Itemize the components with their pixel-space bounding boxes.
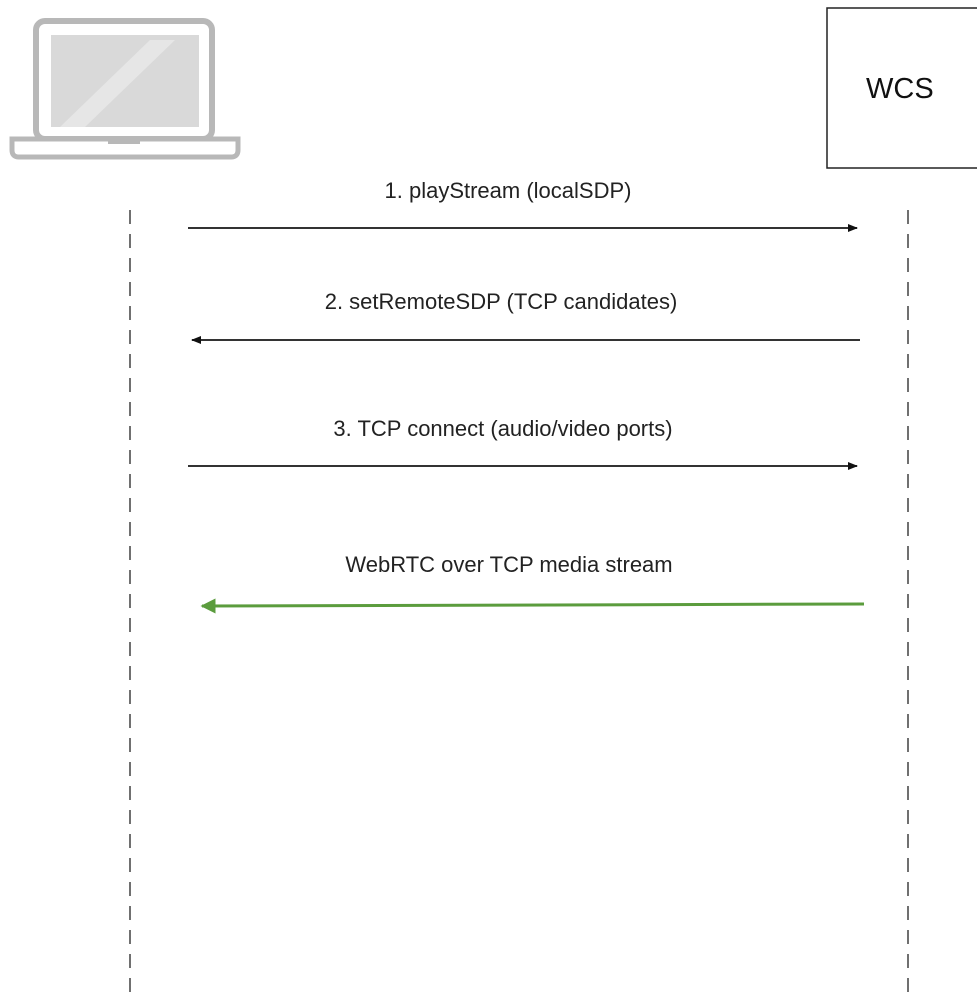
laptop-icon xyxy=(9,18,241,160)
server-box: WCS xyxy=(826,7,977,169)
media-stream-arrow xyxy=(200,598,865,614)
message-label-set-remote-sdp: 2. setRemoteSDP (TCP candidates) xyxy=(325,289,678,314)
message-label-media-stream: WebRTC over TCP media stream xyxy=(345,552,672,577)
message-label-tcp-connect: 3. TCP connect (audio/video ports) xyxy=(333,416,672,441)
message-label-play-stream: 1. playStream (localSDP) xyxy=(385,178,632,203)
server-label: WCS xyxy=(866,73,934,105)
